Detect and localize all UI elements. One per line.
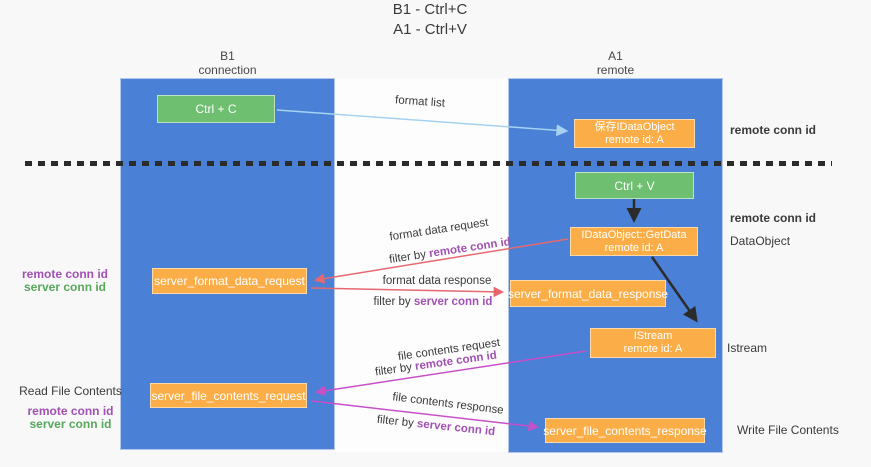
node-istream-line2: remote id: A xyxy=(623,343,683,355)
left-label-server-conn-id: server conn id xyxy=(29,417,112,431)
node-save-idataobject-line1: 保存IDataObject xyxy=(594,120,675,133)
label-server-conn-id: server conn id xyxy=(413,296,493,308)
node-save-idataobject: 保存IDataObject remote id: A xyxy=(574,119,695,148)
phase-separator-dashed-line xyxy=(25,161,832,166)
right-label-remote-conn-id-top: remote conn id xyxy=(730,123,817,137)
label-format-data-response: format data response xyxy=(382,275,492,287)
column-a1-name: A1 xyxy=(608,49,623,63)
node-getdata-line2: remote id: A xyxy=(604,241,664,254)
column-header-a1: A1 remote xyxy=(508,49,723,77)
node-save-idataobject-line2: remote id: A xyxy=(605,133,664,146)
left-label-group-format: remote conn id server conn id xyxy=(8,268,122,294)
right-label-dataobject: DataObject xyxy=(730,234,791,248)
right-label-remote-conn-id-mid: remote conn id xyxy=(730,211,817,225)
node-ctrl-c: Ctrl + C xyxy=(157,95,275,123)
node-istream-line1: IStream xyxy=(633,330,673,342)
label-filter-by-server-1: filter by server conn id xyxy=(374,296,493,308)
right-label-write-file-contents: Write File Contents xyxy=(737,423,839,437)
column-b1-name: B1 xyxy=(220,49,235,63)
node-server-format-data-response: server_format_data_response xyxy=(508,280,668,307)
left-label-group-file: Read File Contents remote conn id server… xyxy=(13,385,128,431)
page-title: B1 - Ctrl+C A1 - Ctrl+V xyxy=(0,0,860,40)
node-server-format-data-request: server_format_data_request xyxy=(152,268,307,294)
node-idataobject-getdata: IDataObject::GetData remote id: A xyxy=(570,227,698,256)
left-label-read-file-contents: Read File Contents xyxy=(19,384,122,398)
left-label-remote-conn-id: remote conn id xyxy=(27,404,114,418)
column-header-b1: B1 connection xyxy=(120,49,335,77)
right-label-istream: Istream xyxy=(727,341,768,355)
title-line-2: A1 - Ctrl+V xyxy=(393,21,467,38)
node-getdata-line1: IDataObject::GetData xyxy=(581,228,687,241)
node-server-file-contents-request: server_file_contents_request xyxy=(150,383,307,408)
title-line-1: B1 - Ctrl+C xyxy=(392,1,468,18)
column-a1-role: remote xyxy=(596,63,635,77)
node-server-file-contents-response: server_file_contents_response xyxy=(543,418,707,443)
left-label-server-conn-id: server conn id xyxy=(23,280,107,294)
column-b1-role: connection xyxy=(198,63,257,77)
node-ctrl-v: Ctrl + V xyxy=(575,172,694,199)
label-filter-by-text: filter by xyxy=(373,296,414,308)
left-label-remote-conn-id: remote conn id xyxy=(21,267,108,281)
node-istream: IStream remote id: A xyxy=(590,328,716,358)
